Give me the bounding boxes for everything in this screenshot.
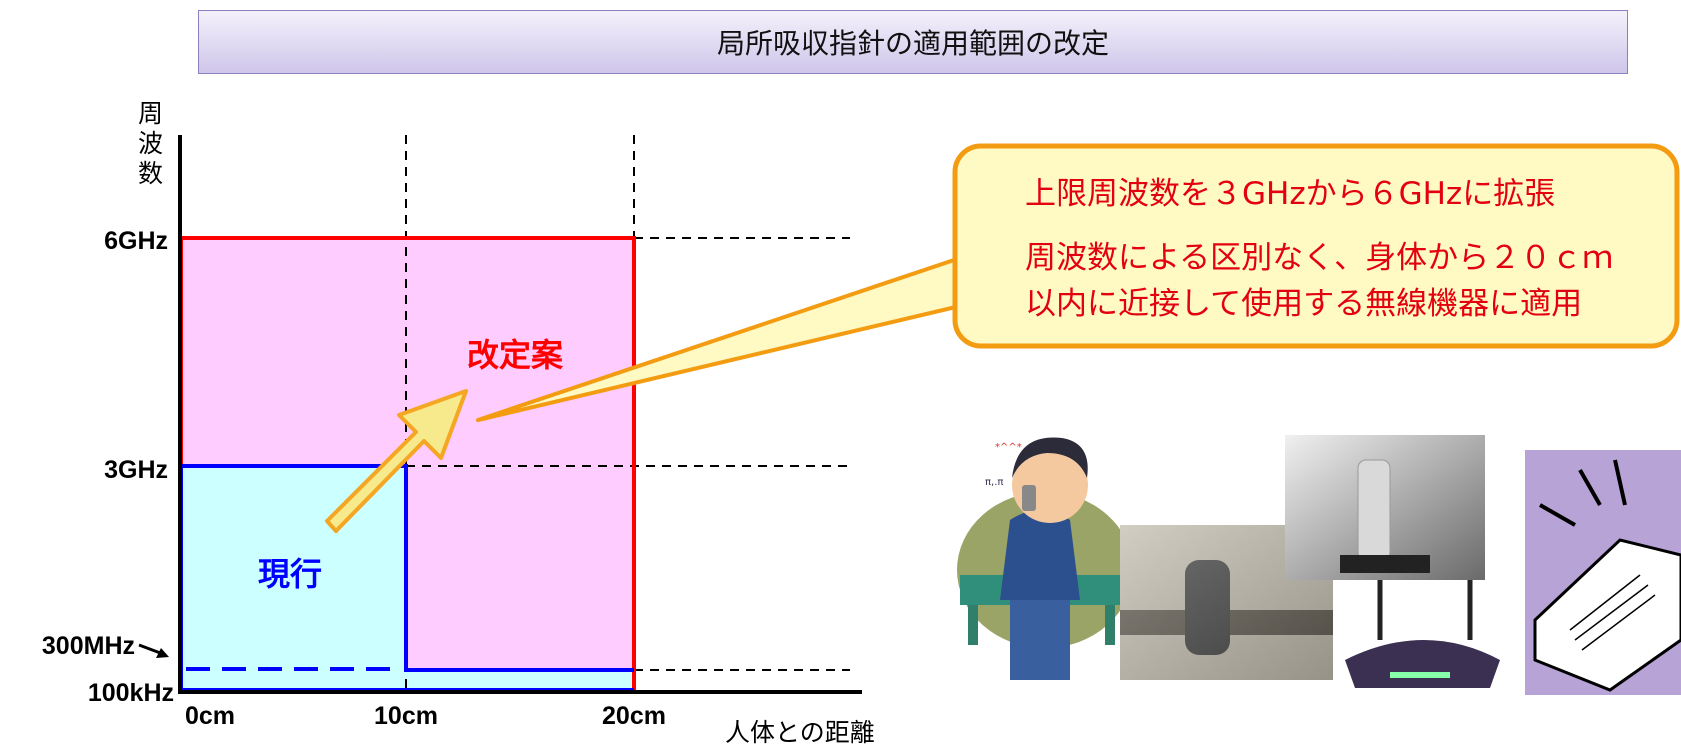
page-title: 局所吸収指針の適用範囲の改定: [716, 27, 1109, 60]
callout-box: [952, 143, 1680, 349]
usb-modem-photo: [1285, 435, 1485, 580]
current-region: [180, 466, 634, 690]
laptop-illustration: [1525, 450, 1681, 695]
x-tick-0cm: 0cm: [185, 702, 235, 730]
y-tick-300mhz: 300MHz: [42, 632, 135, 660]
callout-tail-join: [958, 258, 964, 306]
callout-line-3: 以内に近接して使用する無線機器に適用: [1025, 286, 1583, 322]
y-tick-3ghz: 3GHz: [104, 456, 168, 484]
svg-text:π,.π: π,.π: [985, 477, 1003, 488]
300mhz-pointer-arrow: [138, 643, 169, 658]
x-tick-20cm: 20cm: [602, 702, 666, 730]
y-axis-title-char-2: 波: [138, 129, 163, 158]
svg-text:*^^*: *^^*: [995, 442, 1022, 453]
x-tick-10cm: 10cm: [374, 702, 438, 730]
wireless-router-photo: [1333, 580, 1511, 690]
y-tick-100khz: 100kHz: [88, 679, 174, 707]
callout-line-2: 周波数による区別なく、身体から２０ｃｍ: [1025, 240, 1614, 276]
upgrade-arrow: [325, 389, 468, 533]
upgrade-arrow-shadow: [327, 521, 340, 536]
title-bar: 局所吸収指針の適用範囲の改定: [198, 10, 1628, 74]
callout-line-1: 上限周波数を３GHzから６GHzに拡張: [1025, 176, 1556, 212]
current-region-label: 現行: [258, 555, 322, 593]
person-on-phone-illustration: *^^* π,.π: [957, 437, 1133, 680]
y-axis-title-char-3: 数: [138, 159, 163, 188]
y-axis-title-char-1: 周: [138, 99, 163, 128]
y-tick-6ghz: 6GHz: [104, 227, 168, 255]
proposed-region-label: 改定案: [467, 336, 564, 374]
x-axis-title: 人体との距離: [725, 718, 875, 745]
proposed-region-border: [180, 236, 636, 690]
